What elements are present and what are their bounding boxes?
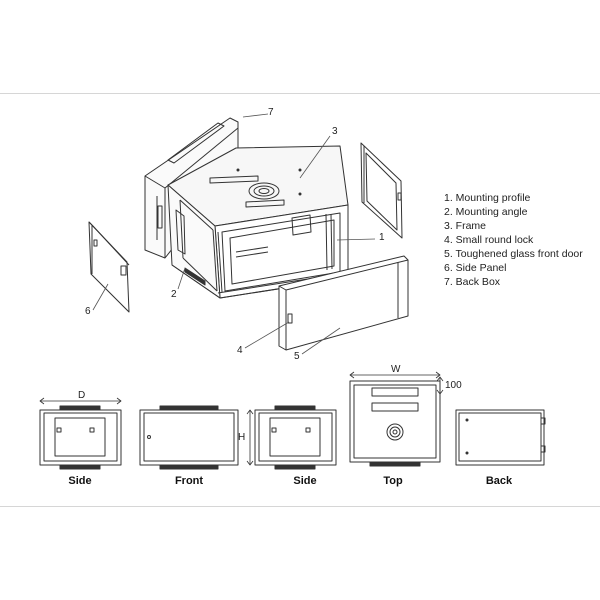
legend-item-6: 6. Side Panel (444, 262, 507, 274)
caption-top: Top (383, 475, 403, 487)
callout-1: 1 (379, 232, 385, 243)
callout-2: 2 (171, 289, 177, 300)
dimension-d-label: D (78, 390, 86, 401)
top-divider (0, 93, 600, 94)
callout-5: 5 (294, 351, 300, 362)
callout-6: 6 (85, 306, 91, 317)
dimension-100-label: 100 (445, 380, 462, 391)
left-side-panel (88, 221, 130, 313)
caption-front: Front (174, 475, 204, 487)
leader-lines (92, 113, 376, 355)
callout-3: 3 (332, 126, 338, 137)
back-view (455, 409, 546, 466)
parts-legend: 1. Mounting profile 2. Mounting angle 3.… (444, 191, 583, 289)
dimension-w-label: W (391, 364, 401, 375)
legend-item-3: 3. Frame (444, 220, 487, 232)
front-glass-door (278, 255, 409, 351)
bottom-divider (0, 506, 600, 507)
legend-item-2: 2. Mounting angle (444, 206, 528, 218)
caption-side-2: Side (293, 475, 317, 487)
side-view-2 (254, 405, 337, 470)
legend-item-5: 5. Toughened glass front door (444, 248, 583, 260)
cabinet-frame (167, 145, 349, 299)
callout-4: 4 (237, 345, 243, 356)
front-view (139, 405, 254, 470)
legend-item-7: 7. Back Box (444, 276, 501, 288)
caption-side-1: Side (68, 475, 92, 487)
caption-back: Back (485, 475, 513, 487)
callout-7: 7 (268, 107, 274, 118)
side-view-1 (39, 397, 122, 470)
legend-item-4: 4. Small round lock (444, 234, 534, 246)
legend-item-1: 1. Mounting profile (444, 192, 531, 204)
right-side-panel (360, 142, 403, 239)
top-view (349, 371, 444, 467)
dimension-h-label: H (238, 432, 246, 443)
